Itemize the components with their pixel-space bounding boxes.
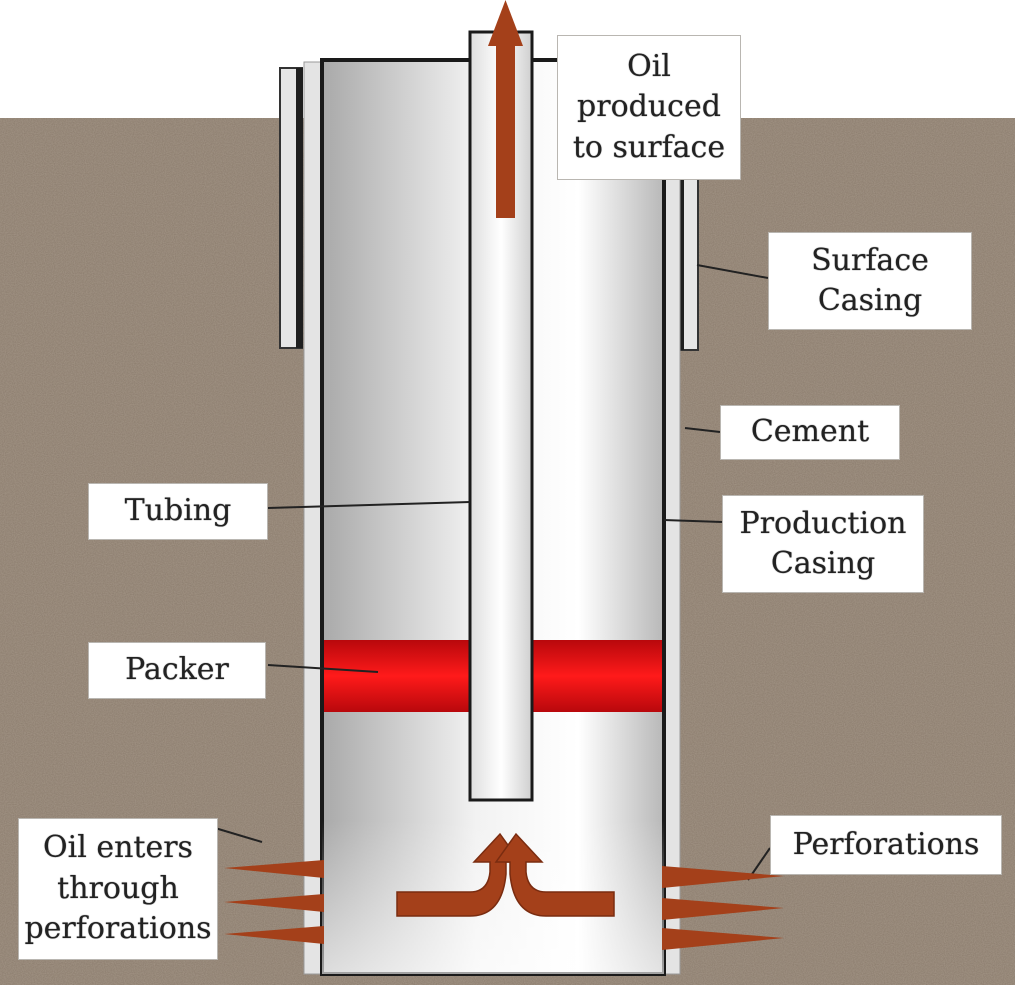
leader-lines <box>214 264 771 881</box>
packer-label: Packer <box>88 642 266 699</box>
cement-label: Cement <box>720 405 900 460</box>
surface-casing-label: Surface Casing <box>768 232 972 330</box>
perforations-label: Perforations <box>770 815 1002 875</box>
tubing-label: Tubing <box>88 483 268 540</box>
oil-enters-label: Oil enters through perforations <box>18 818 218 960</box>
perforation-jets-left <box>224 860 324 944</box>
oil-flow-arrows <box>396 832 615 917</box>
perforation-jets-right <box>662 866 784 950</box>
cement-sheath <box>303 61 681 975</box>
production-casing-label: Production Casing <box>722 495 924 593</box>
oil-up-arrow <box>488 0 523 218</box>
oil-produced-label: Oil produced to surface <box>557 35 741 180</box>
